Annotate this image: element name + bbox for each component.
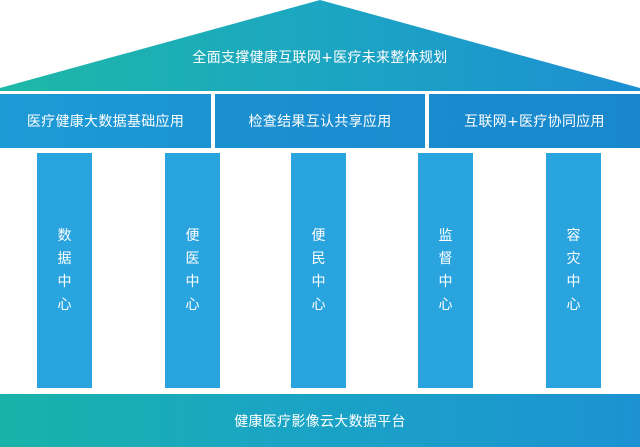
pillar-char: 心 [57, 296, 72, 313]
pillar-disaster-recovery-center: 容 灾 中 心 [546, 153, 601, 388]
base-platform: 健康医疗影像云大数据平台 [0, 394, 640, 447]
pillar-char: 中 [311, 273, 326, 290]
pillar-supervision-center: 监 督 中 心 [418, 153, 473, 388]
beam-collaboration-application: 互联网+医疗协同应用 [429, 94, 640, 148]
pillar-char: 心 [311, 296, 326, 313]
pillar-char: 容 [566, 227, 581, 244]
pillar-doctor-center: 便 医 中 心 [165, 153, 220, 388]
pillar-char: 数 [57, 227, 72, 244]
pillar-char: 心 [438, 296, 453, 313]
pillar-char: 中 [438, 273, 453, 290]
pillar-char: 心 [566, 296, 581, 313]
pillar-char: 便 [185, 227, 200, 244]
pillar-char: 督 [438, 250, 453, 267]
pillar-data-center: 数 据 中 心 [37, 153, 92, 388]
beam-result-sharing-application: 检查结果互认共享应用 [215, 94, 425, 148]
pillar-char: 心 [185, 296, 200, 313]
pillar-char: 据 [57, 250, 72, 267]
roof-shape [0, 0, 640, 91]
pillar-char: 中 [566, 273, 581, 290]
pillar-citizen-center: 便 民 中 心 [291, 153, 346, 388]
pillar-char: 中 [185, 273, 200, 290]
beam-big-data-application: 医疗健康大数据基础应用 [0, 94, 211, 148]
pillar-char: 民 [311, 250, 326, 267]
pillar-char: 监 [438, 227, 453, 244]
pillar-char: 医 [185, 250, 200, 267]
pillar-char: 便 [311, 227, 326, 244]
pillar-char: 中 [57, 273, 72, 290]
roof-title: 全面支撑健康互联网+医疗未来整体规划 [192, 50, 448, 66]
pillar-char: 灾 [566, 250, 581, 267]
